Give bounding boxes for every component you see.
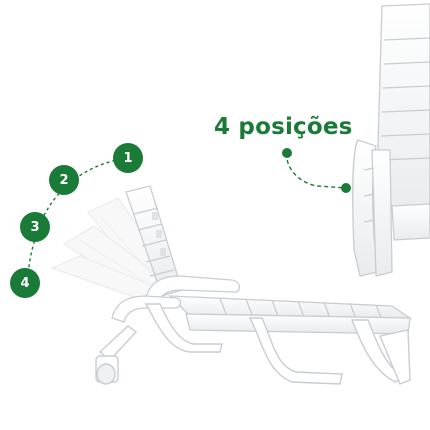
- lounger-frame: [95, 303, 411, 385]
- position-badge-3: 3: [20, 212, 50, 242]
- pointer-end-dot: [341, 183, 351, 193]
- lounger-seat: [168, 295, 413, 335]
- position-badge-1: 1: [113, 143, 143, 173]
- position-badge-2: 2: [49, 165, 79, 195]
- headline: 4 posições: [214, 114, 353, 140]
- pointer-line: [286, 152, 347, 189]
- backrest: [125, 185, 183, 297]
- armrests: [111, 275, 241, 323]
- closeup-chair: [352, 3, 430, 277]
- position-badge-4: 4: [10, 268, 40, 298]
- pointer-start-dot: [282, 148, 292, 158]
